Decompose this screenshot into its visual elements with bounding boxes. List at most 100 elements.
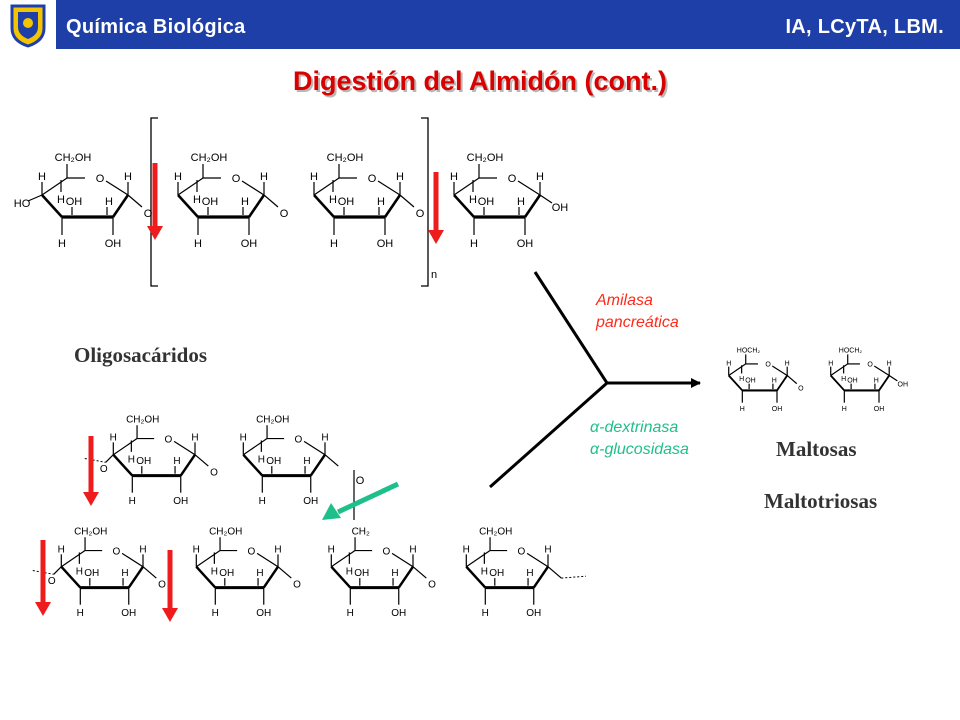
ch2oh-group: CH₂OH [479,526,512,537]
hydrogen: H [174,171,182,183]
hydrogen: H [482,608,489,619]
glycosidic-oxygen: O [798,385,804,392]
ch2oh-group: CH₂OH [256,414,289,425]
hydrolysis-arrows [35,163,444,622]
ring-oxygen: O [518,546,526,557]
bond [195,565,217,589]
hydroxyl: OH [121,608,136,619]
bond [127,194,143,208]
bond [262,566,280,589]
hydroxyl: OH [847,377,858,384]
glycosidic-oxygen: O [144,208,153,220]
hydrogen: H [740,406,745,413]
hydrogen: H [544,544,551,555]
hydrogen: H [321,432,328,443]
hydroxyl: OH [202,196,219,208]
bond [830,363,849,376]
red-arrowhead [147,226,163,240]
hydrogen: H [259,496,266,507]
hydrogen: H [726,360,731,367]
hydrogen: H [396,171,404,183]
hydroxyl: OH [552,202,569,214]
hydroxyl: OH [241,238,258,250]
hydrogen: H [121,568,128,579]
bond [309,454,327,477]
bond [453,177,480,196]
hydrogen: H [194,238,202,250]
ch2oh-group: CH₂OH [126,414,159,425]
ring-oxygen: O [248,546,256,557]
bond [263,194,279,208]
bond [41,177,68,196]
bond [383,194,402,218]
bond [391,552,414,568]
bond [41,194,63,218]
chain-continuation [84,458,106,463]
hydrogen: H [346,566,353,577]
bond [247,194,266,218]
reaction-arrow [489,271,701,489]
ch2oh-group: HOCH₂ [737,347,761,354]
repeat-subscript: n [431,269,437,281]
hydrogen: H [463,544,470,555]
bond [465,550,491,568]
glycosidic-oxygen: O [210,468,218,479]
hydroxyl: OH [478,196,495,208]
hydrogen: H [526,568,533,579]
bond [377,180,401,196]
hydrogen: H [110,432,117,443]
bond [878,374,890,391]
bond [241,180,265,196]
hydroxyl: OH [489,568,504,579]
bond [412,566,427,579]
ch2oh-group: CH₂OH [74,526,107,537]
bond [177,177,204,196]
hydroxyl: OH [219,568,234,579]
hydroxyl: OH [772,406,783,413]
maltoses-label: Maltosas [776,437,857,461]
hydroxyl: OH [256,608,271,619]
university-logo [0,0,56,49]
hydrogen: H [450,171,458,183]
bond [242,438,268,456]
bond [888,374,898,382]
bond [399,194,415,208]
hydrogen: H [874,377,879,384]
ring-oxygen: O [232,173,241,185]
hydrogen: H [481,566,488,577]
glycosidic-oxygen: O [293,580,301,591]
bond [60,550,86,568]
red-arrowhead [162,608,178,622]
bond [127,566,145,589]
bond [105,454,114,463]
hydrogen: H [772,377,777,384]
bond [786,375,798,385]
hydrogen: H [193,544,200,555]
hydrogen: H [347,608,354,619]
hydrogen: H [330,238,338,250]
slide-title: Digestión del Almidón (cont.) [293,66,667,96]
bond [242,453,264,477]
hydrogen: H [38,171,46,183]
glycosidic-oxygen: O [158,580,166,591]
glycosidic-oxygen: O [356,475,365,487]
hydrogen: H [785,360,790,367]
bond [173,440,196,456]
hydrogen: H [328,544,335,555]
ch2oh-group: CH₂OH [191,152,228,164]
hydroxyl: OH [898,381,909,388]
bond [105,180,129,196]
bond [277,566,292,579]
bond [112,438,138,456]
hydrogen: H [377,196,385,208]
ring-oxygen: O [867,362,873,369]
ch2oh-group: CH₂OH [327,152,364,164]
bond [195,550,221,568]
bond [303,440,326,456]
bond [547,566,562,579]
